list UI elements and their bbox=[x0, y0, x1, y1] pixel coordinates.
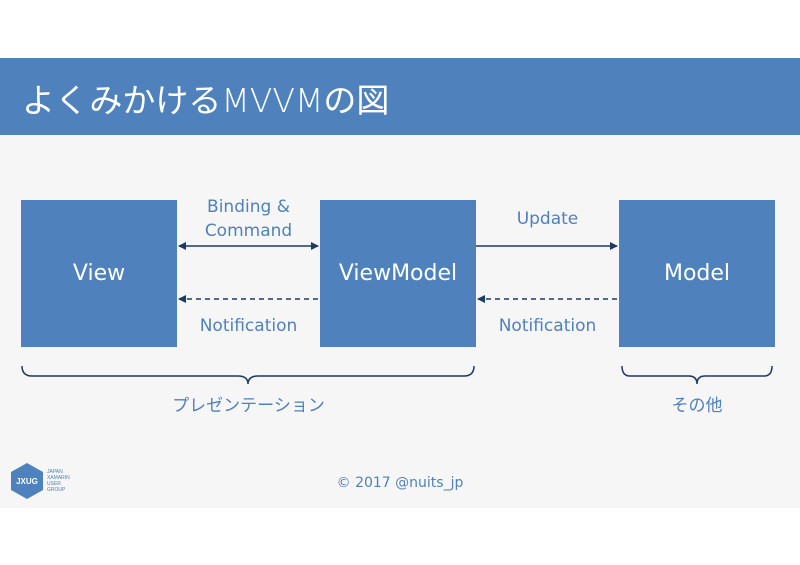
binding-label-line2: Command bbox=[204, 221, 293, 241]
footer-copyright: © 2017 @nuits_jp bbox=[336, 475, 464, 491]
slide: よくみかけるMVVMの図 View ViewModel Model Bindin… bbox=[0, 58, 800, 508]
presentation-group-label: プレゼンテーション bbox=[172, 396, 325, 416]
slide-title: よくみかけるMVVMの図 bbox=[22, 81, 390, 120]
other-brace bbox=[621, 365, 773, 385]
notification-right-label: Notification bbox=[498, 316, 597, 336]
presentation-brace bbox=[21, 365, 475, 385]
viewmodel-box-label: ViewModel bbox=[338, 261, 458, 286]
view-box-label: View bbox=[72, 261, 126, 286]
view-box: View bbox=[21, 200, 177, 347]
logo-line: JAPAN bbox=[47, 469, 63, 475]
title-bar: よくみかけるMVVMの図 bbox=[0, 58, 800, 135]
connector-layer bbox=[21, 242, 773, 385]
model-box: Model bbox=[619, 200, 775, 347]
logo-mark-text: JXUG bbox=[16, 477, 38, 486]
notification-left-label: Notification bbox=[199, 316, 298, 336]
viewmodel-box: ViewModel bbox=[320, 200, 476, 347]
logo-line: USER bbox=[47, 481, 61, 487]
logo-caption: JAPAN XAMARIN USER GROUP bbox=[47, 469, 87, 493]
binding-label-line1: Binding & bbox=[207, 197, 290, 217]
jxug-logo-icon: JXUG bbox=[11, 463, 43, 499]
other-group-label: その他 bbox=[671, 396, 723, 416]
binding-command-label: Binding & Command bbox=[177, 195, 320, 243]
update-label: Update bbox=[516, 209, 579, 229]
model-box-label: Model bbox=[663, 261, 731, 286]
logo-line: XAMARIN bbox=[47, 475, 70, 481]
logo-line: GROUP bbox=[47, 487, 66, 493]
